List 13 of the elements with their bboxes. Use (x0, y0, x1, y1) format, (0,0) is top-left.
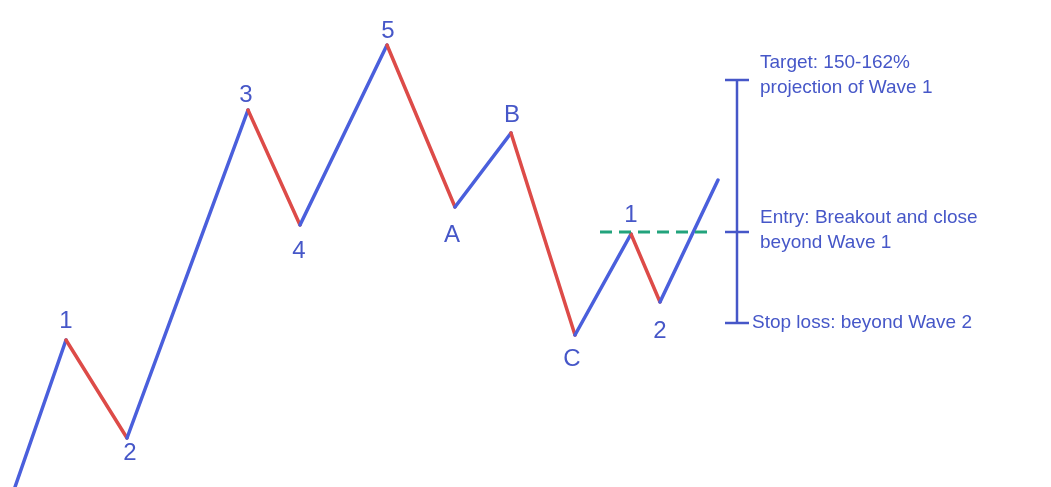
wave-label: 2 (123, 440, 137, 464)
note-text: Entry: Breakout and close beyond Wave 1 (760, 205, 979, 254)
wave-label: A (444, 222, 460, 246)
wave-label: 5 (381, 18, 395, 42)
wave-label: 1 (624, 202, 638, 226)
wave-label: 4 (292, 238, 306, 262)
wave-label: 1 (59, 308, 73, 332)
wave-label: 2 (653, 318, 667, 342)
wave-label: C (563, 346, 581, 370)
note-text: Stop loss: beyond Wave 2 (752, 310, 974, 334)
note-text: Target: 150-162% projection of Wave 1 (760, 50, 934, 99)
wave-label: 3 (239, 82, 253, 106)
wave-label: B (504, 102, 520, 126)
